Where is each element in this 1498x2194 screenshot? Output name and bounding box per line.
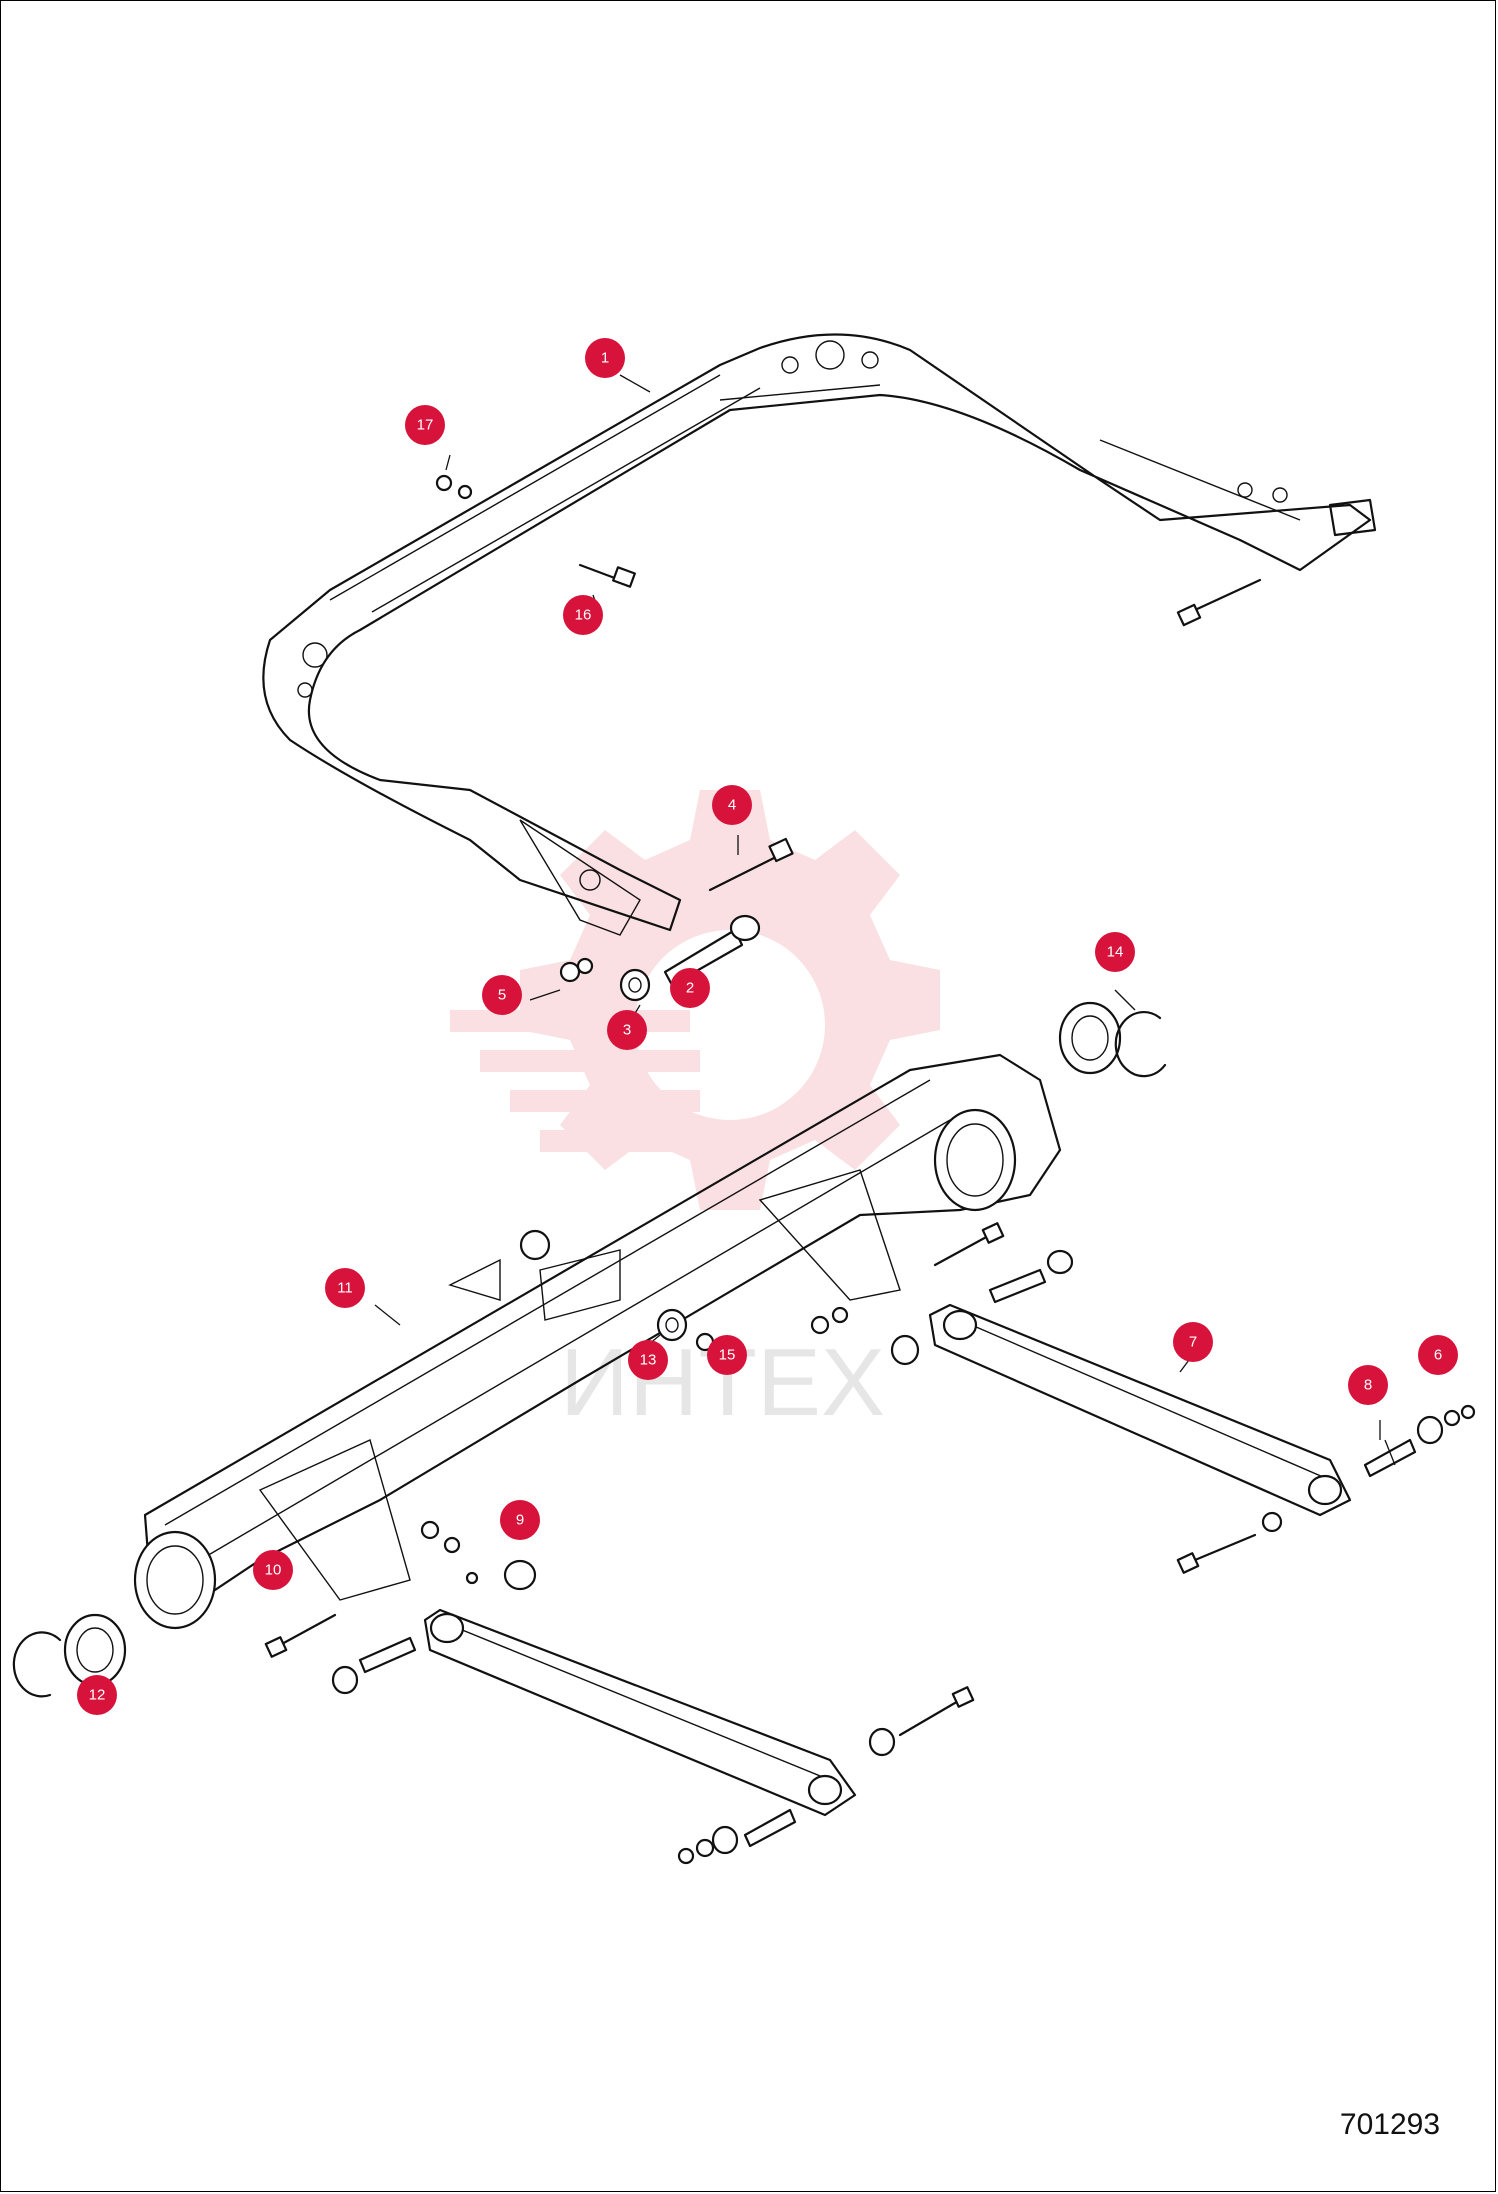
callout-7[interactable]: 7 [1173,1322,1213,1362]
callout-badge-label: 13 [640,1352,657,1369]
callout-17[interactable]: 17 [405,405,445,445]
callout-badge-label: 11 [337,1280,353,1297]
bearing-12 [63,1613,127,1687]
callout-badge-label: 15 [719,1347,736,1364]
bolt-right-frame [1176,578,1262,627]
sleeve-8 [1363,1438,1417,1478]
leader-lines [374,374,1396,1466]
callout-16[interactable]: 16 [563,595,603,635]
bushing-right-link [890,1334,920,1366]
nut-washer-17 [435,474,473,500]
bolt-10 [264,1613,337,1658]
callout-badge-label: 2 [686,980,694,997]
sleeve-left-link [331,1636,417,1695]
sleeve-2 [663,914,761,987]
link-arm-7 [928,1303,1352,1517]
callout-badge-label: 14 [1107,944,1124,961]
callout-badge-label: 12 [89,1687,106,1704]
nut-9 [420,1520,537,1591]
callout-4[interactable]: 4 [712,785,752,825]
callout-15[interactable]: 15 [707,1335,747,1375]
bolt-16 [578,563,636,588]
callout-badge-label: 8 [1364,1377,1372,1394]
nut-washer-5 [559,957,594,983]
bushing-13 [656,1308,688,1342]
circlip-14 [1114,1011,1167,1078]
callout-badge-label: 4 [728,797,736,814]
callout-badge-label: 1 [601,350,609,367]
callout-badge-label: 16 [575,607,592,624]
diagram-number: 701293 [1339,2108,1440,2141]
callout-9[interactable]: 9 [500,1500,540,1540]
callout-13[interactable]: 13 [628,1340,668,1380]
bolt-right-lower [1176,1511,1283,1574]
callout-11[interactable]: 11 [325,1268,365,1308]
callout-8[interactable]: 8 [1348,1365,1388,1405]
circlip-12 [12,1631,62,1698]
watermark-gear-logo [450,790,940,1210]
washer-left-frame [810,1306,849,1335]
callout-12[interactable]: 12 [77,1675,117,1715]
callout-5[interactable]: 5 [482,975,522,1015]
callout-badge-label: 10 [265,1562,282,1579]
callout-14[interactable]: 14 [1095,932,1135,972]
callout-badge-label: 3 [623,1022,631,1039]
bearing-14 [1058,1001,1122,1075]
callout-3[interactable]: 3 [607,1010,647,1050]
callout-badge-label: 6 [1434,1347,1442,1364]
lower-frame-11 [133,1053,1062,1630]
callout-badge-label: 17 [417,417,434,434]
link-arm-left [423,1608,857,1817]
bolt-4 [708,837,794,892]
callout-1[interactable]: 1 [585,338,625,378]
sleeve-right-upper [988,1249,1074,1304]
callout-badge-label: 5 [498,987,506,1004]
callout-2[interactable]: 2 [670,968,710,1008]
bushing-3 [619,968,651,1002]
upper-frame [262,333,1377,936]
bolt-left-lower [868,1686,975,1757]
sleeve-left-lower [677,1808,797,1865]
callout-badge-label: 9 [516,1512,524,1529]
callout-badge-label: 7 [1189,1334,1197,1351]
callout-10[interactable]: 10 [253,1550,293,1590]
bolt-right-link [933,1222,1005,1267]
washer-6 [1416,1404,1476,1445]
callout-6[interactable]: 6 [1418,1335,1458,1375]
